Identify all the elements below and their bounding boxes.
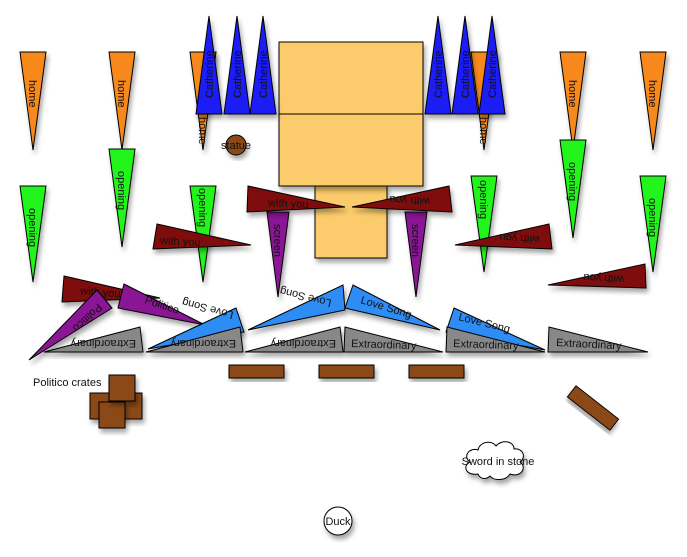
sword-in-stone-label: Sword in stone [462,456,535,468]
bench-block[interactable] [228,364,285,379]
with-you-label: with you [159,235,201,249]
duck-label: Duck [325,516,351,528]
catherine-triangle[interactable]: Catherine [249,15,277,115]
catherine-triangle[interactable]: Catherine [223,15,251,115]
opening-triangle[interactable]: opening [19,185,47,283]
opening-label: opening [26,208,38,247]
extraordinary-label: Extraordinary [70,337,136,349]
home-label: home [477,117,489,145]
opening-triangle[interactable]: opening [639,175,667,273]
opening-label: opening [566,162,578,201]
home-label: home [115,80,127,108]
catherine-label: Catherine [258,50,270,98]
with-you-label: with you [389,193,431,207]
with-you-label: with you [499,231,541,245]
catherine-triangle[interactable]: Catherine [424,15,452,115]
with-you-label: with you [267,197,309,211]
home-label: home [566,80,578,108]
extraordinary-triangle[interactable]: Extraordinary [244,326,344,353]
catherine-triangle[interactable]: Catherine [451,15,479,115]
catherine-label: Catherine [204,50,216,98]
politico-crates[interactable]: Politico crates [33,374,143,429]
catherine-label: Catherine [460,50,472,98]
opening-label: opening [477,180,489,219]
bench-block[interactable] [318,364,375,379]
home-label: home [26,80,38,108]
with-you-triangle[interactable]: with you [152,223,252,250]
extraordinary-label: Extraordinary [170,337,236,349]
extraordinary-triangle[interactable]: Extraordinary [547,326,649,353]
with-you-label: with you [583,271,625,285]
opening-triangle[interactable]: opening [559,139,587,239]
home-triangle[interactable]: home [108,51,136,151]
screen-triangle[interactable]: screen [404,211,428,298]
extraordinary-label: Extraordinary [556,337,622,352]
opening-label: opening [115,171,127,210]
catherine-triangle[interactable]: Catherine [195,15,223,115]
with-you-triangle[interactable]: with you [246,185,346,213]
love-song-triangle[interactable]: Love Song [247,284,346,331]
catherine-triangle[interactable]: Catherine [478,15,506,115]
catherine-label: Catherine [433,50,445,98]
opening-triangle[interactable]: opening [108,148,136,248]
statue-label: statue [221,140,251,152]
politico-crates-label: Politico crates [33,377,102,389]
with-you-triangle[interactable]: with you [351,185,453,213]
sword-in-stone[interactable]: Sword in stone [462,441,535,480]
screen-triangle[interactable]: screen [266,211,290,298]
politico-triangle[interactable]: Politico [28,289,113,361]
opening-triangle[interactable]: opening [470,175,498,273]
catherine-label: Catherine [487,50,499,98]
catherine-triangles: Catherine Catherine Catherine Catherine … [195,15,506,115]
extraordinary-label: Extraordinary [453,338,519,352]
extraordinary-triangle[interactable]: Extraordinary [43,326,144,353]
statue[interactable]: statue [221,134,251,156]
catherine-label: Catherine [232,50,244,98]
love-song-triangle[interactable]: Love Song [344,284,441,331]
screen-triangles: screen screen [266,211,428,298]
opening-label: opening [646,198,658,237]
home-label: home [646,80,658,108]
opening-label: opening [196,188,208,227]
extraordinary-label: Extraordinary [270,337,336,349]
extraordinary-triangle[interactable]: Extraordinary [445,326,546,353]
home-label: home [196,117,208,145]
extraordinary-triangle[interactable]: Extraordinary [145,326,244,353]
bench-block[interactable] [408,364,465,379]
tilted-block[interactable] [566,385,620,431]
extraordinary-triangle[interactable]: Extraordinary [343,326,444,353]
with-you-triangle[interactable]: with you [547,263,647,289]
home-triangle[interactable]: home [639,51,667,151]
home-triangle[interactable]: home [559,51,587,151]
screen-label: screen [409,224,421,257]
extraordinary-triangles: Extraordinary Extraordinary Extraordinar… [43,326,649,353]
with-you-triangle[interactable]: with you [454,223,553,250]
brown-blocks [228,364,620,431]
screen-label: screen [271,224,283,257]
stage[interactable] [278,41,424,259]
extraordinary-label: Extraordinary [351,338,417,352]
home-triangle[interactable]: home [19,51,47,151]
duck[interactable]: Duck [323,506,353,536]
